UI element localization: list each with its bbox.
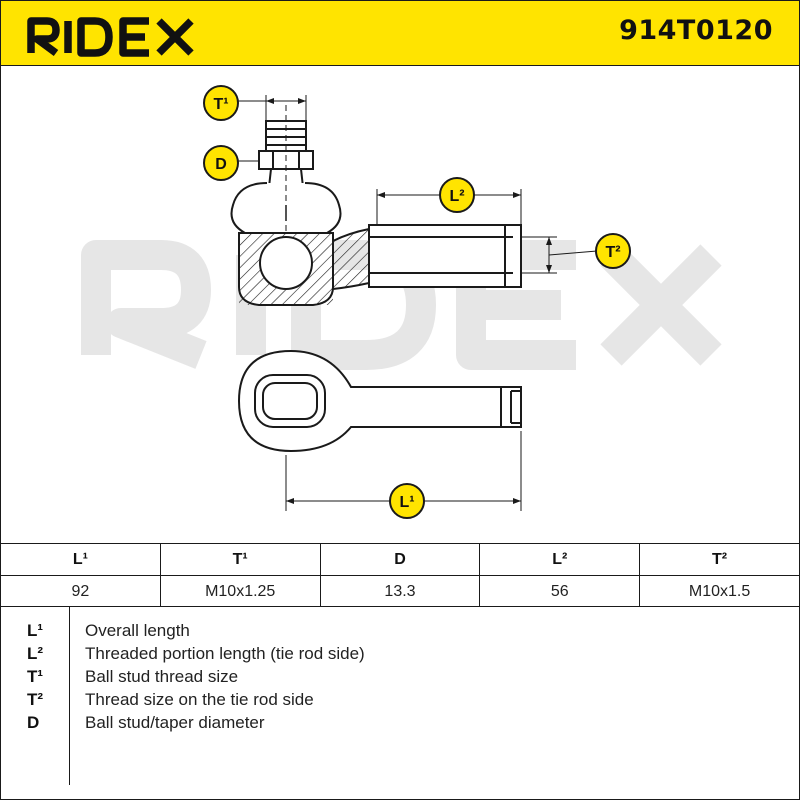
header-cell-t1: T¹ [161, 544, 321, 575]
legend-item: T² Thread size on the tie rod side [1, 690, 799, 712]
callout-t1-label: T¹ [213, 96, 228, 113]
value-cell-l1: 92 [1, 576, 161, 607]
callout-l1-label: L¹ [399, 494, 414, 511]
callout-d-label: D [215, 156, 227, 173]
header-bar: 914T0120 [1, 1, 799, 66]
spec-table-header: L¹ T¹ D L² T² [1, 544, 799, 576]
technical-drawing: T¹ D L² T² L¹ [1, 65, 799, 543]
legend-key: L¹ [27, 621, 44, 640]
header-cell-d: D [321, 544, 481, 575]
legend-desc: Thread size on the tie rod side [85, 690, 314, 709]
part-number: 914T0120 [619, 15, 773, 46]
value-cell-d: 13.3 [321, 576, 481, 607]
legend-divider [69, 607, 70, 785]
legend: L¹ Overall length L² Threaded portion le… [1, 607, 799, 799]
legend-desc: Overall length [85, 621, 190, 640]
legend-item: L¹ Overall length [1, 621, 799, 643]
legend-desc: Ball stud/taper diameter [85, 713, 265, 732]
legend-key: T¹ [27, 667, 44, 686]
spec-table: L¹ T¹ D L² T² 92 M10x1.25 13.3 56 M10x1.… [1, 543, 799, 607]
legend-key: T² [27, 690, 44, 709]
legend-key: D [27, 713, 40, 732]
legend-item: T¹ Ball stud thread size [1, 667, 799, 689]
callout-t1: T¹ [203, 85, 239, 121]
value-cell-t2: M10x1.5 [688, 582, 751, 600]
callout-t2-label: T² [605, 244, 620, 261]
header-cell-l1: L¹ [1, 544, 161, 575]
top-view [237, 349, 522, 453]
value-cell-t1: M10x1.25 [161, 576, 321, 607]
header-cell-l2: L² [480, 544, 641, 575]
ridex-logo [27, 17, 194, 57]
value-cell-l2: 56 [480, 576, 641, 607]
callout-d: D [203, 145, 239, 181]
callout-l1: L¹ [389, 483, 425, 519]
header-cell-t2: T² [712, 550, 728, 568]
callout-l2-label: L² [449, 188, 464, 205]
spec-table-values: 92 M10x1.25 13.3 56 M10x1.5 [1, 576, 799, 607]
legend-key: L² [27, 644, 44, 663]
tie-rod-end-drawing: T¹ D L² T² L¹ [81, 85, 722, 519]
callout-l2: L² [439, 177, 475, 213]
legend-desc: Ball stud thread size [85, 667, 239, 686]
legend-desc: Threaded portion length (tie rod side) [85, 644, 365, 663]
legend-item: L² Threaded portion length (tie rod side… [1, 644, 799, 666]
callout-t2: T² [595, 233, 631, 269]
side-view [230, 105, 522, 306]
legend-item: D Ball stud/taper diameter [1, 713, 799, 735]
